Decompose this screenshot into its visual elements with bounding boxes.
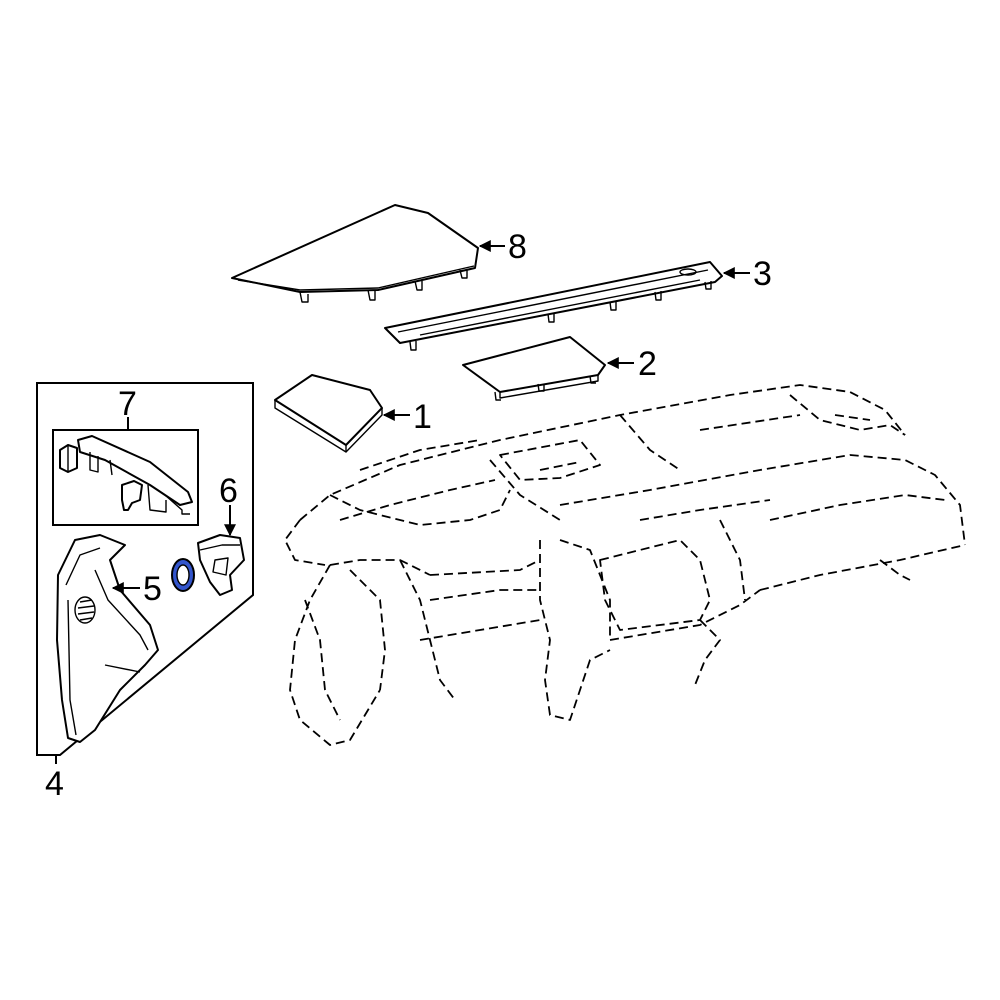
callout-8: 8 bbox=[508, 228, 527, 266]
part-2-display-panel[interactable] bbox=[462, 336, 606, 401]
callout-3: 3 bbox=[753, 255, 772, 293]
part-1-cover-pad[interactable] bbox=[274, 374, 383, 453]
part-3-trim-strip[interactable] bbox=[384, 261, 723, 351]
callout-2: 2 bbox=[638, 345, 657, 383]
leader-lines bbox=[55, 240, 750, 764]
part-5-o-ring[interactable] bbox=[171, 558, 195, 592]
instrument-panel bbox=[284, 384, 966, 746]
callout-1: 1 bbox=[413, 398, 432, 436]
part-7-bracket[interactable] bbox=[59, 435, 193, 515]
part-6-clip[interactable] bbox=[197, 534, 245, 596]
part-8-upper-cover[interactable] bbox=[231, 204, 479, 303]
part-7-sub-box bbox=[52, 429, 199, 526]
callout-4: 4 bbox=[45, 765, 64, 803]
callout-7: 7 bbox=[118, 385, 137, 423]
callout-5: 5 bbox=[143, 570, 162, 608]
part-4-knee-panel[interactable] bbox=[56, 534, 159, 743]
callout-6: 6 bbox=[219, 472, 238, 510]
knee-panel-group-box bbox=[36, 382, 254, 756]
